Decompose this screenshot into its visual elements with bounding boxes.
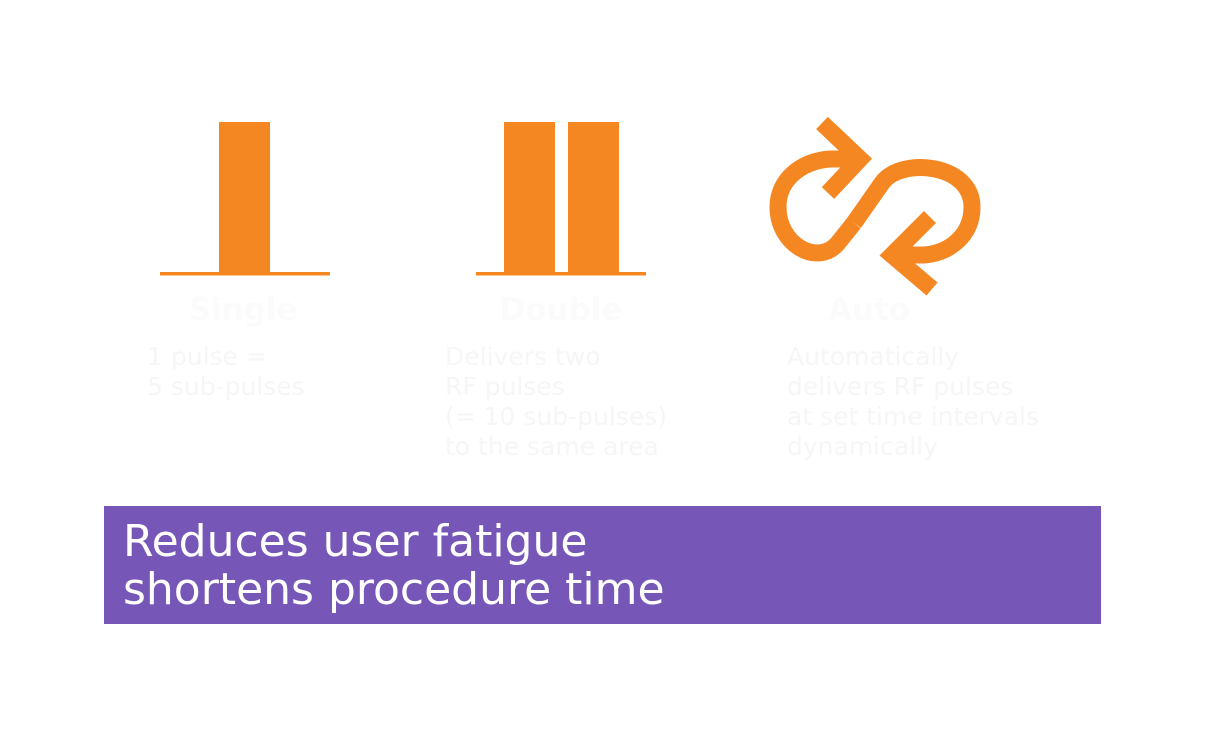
mode-description-single: 1 pulse = 5 sub-pulses — [147, 342, 305, 402]
banner-line: shortens procedure time — [123, 564, 665, 615]
banner-text: Reduces user fatigue shortens procedure … — [123, 518, 665, 614]
single-pulse-icon — [160, 122, 330, 276]
benefit-banner: Reduces user fatigue shortens procedure … — [104, 506, 1101, 624]
description-line: 1 pulse = — [147, 342, 267, 371]
description-line: Automatically — [787, 342, 960, 371]
description-line: dynamically — [787, 432, 938, 461]
description-line: at set time intervals — [787, 402, 1039, 431]
mode-title-auto: Auto — [827, 292, 911, 328]
double-pulse-icon — [476, 122, 646, 276]
mode-title-single: Single — [188, 292, 298, 328]
mode-description-double: Delivers two RF pulses (= 10 sub-pulses)… — [445, 342, 667, 462]
mode-title-double: Double — [499, 292, 623, 328]
description-line: (= 10 sub-pulses) — [445, 402, 668, 431]
description-line: 5 sub-pulses — [147, 372, 305, 401]
description-line: Delivers two — [445, 342, 601, 371]
mode-description-auto: Automatically delivers RF pulses at set … — [787, 342, 1039, 462]
banner-line: Reduces user fatigue — [123, 516, 588, 567]
auto-cycle-icon — [769, 116, 981, 296]
description-line: to the same area — [445, 432, 659, 461]
description-line: delivers RF pulses — [787, 372, 1014, 401]
description-line: RF pulses — [445, 372, 565, 401]
